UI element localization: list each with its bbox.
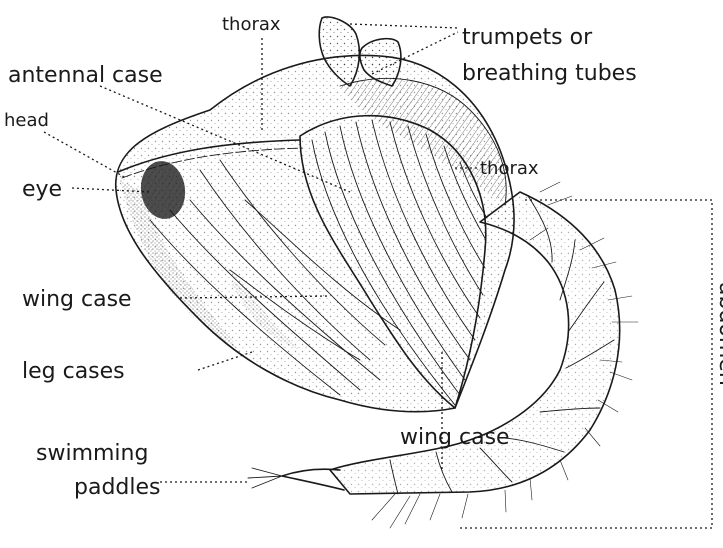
leader-trumpet-1	[350, 24, 458, 28]
label-antennal-case: antennal case	[8, 63, 163, 88]
label-head: head	[4, 110, 49, 131]
label-wing-case-left: wing case	[22, 287, 132, 312]
leader-head	[44, 132, 126, 178]
label-thorax-top: thorax	[222, 14, 281, 35]
label-eye: eye	[22, 177, 62, 202]
label-wing-case-bottom: wing case	[400, 425, 510, 450]
label-breathing-tubes: breathing tubes	[462, 61, 637, 86]
label-abdomen: abdomen	[714, 282, 723, 386]
label-paddles: paddles	[74, 475, 161, 500]
label-trumpets: trumpets or	[462, 25, 593, 50]
label-swimming: swimming	[36, 441, 148, 466]
label-thorax-right: thorax	[480, 158, 539, 179]
label-leg-cases: leg cases	[22, 359, 125, 384]
